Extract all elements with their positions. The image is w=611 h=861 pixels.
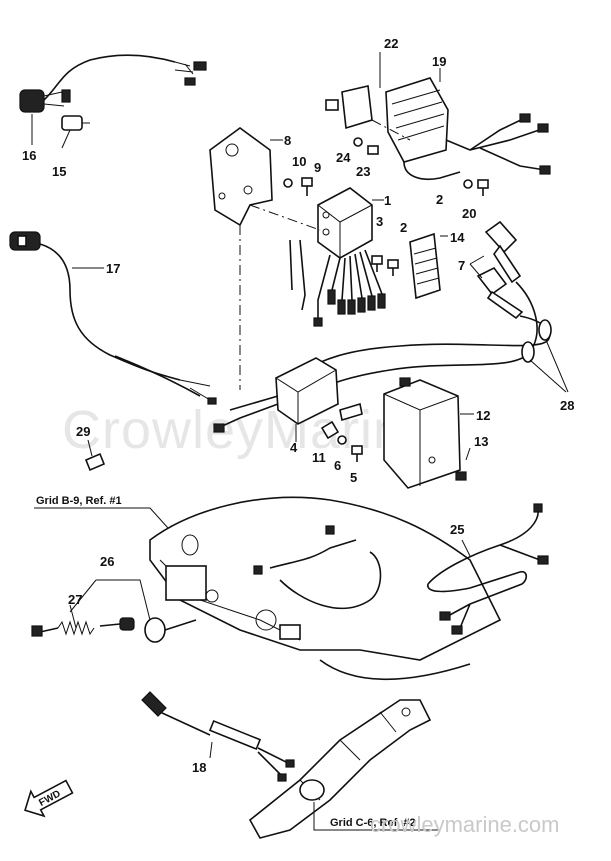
- label-20: 20: [462, 206, 476, 221]
- label-24: 24: [336, 150, 351, 165]
- part-18-cable: [141, 691, 295, 782]
- label-13: 13: [474, 434, 488, 449]
- label-22: 22: [384, 36, 398, 51]
- part-2-screw: [387, 259, 399, 276]
- part-15-switch: [61, 115, 90, 131]
- part-6-washer: [337, 435, 347, 445]
- label-10: 10: [292, 154, 306, 169]
- label-25: 25: [450, 522, 464, 537]
- leader-18: [209, 741, 213, 759]
- part-7-plug-caps: [476, 220, 524, 320]
- label-26: 26: [100, 554, 114, 569]
- part-28-hi-tension-leads: [299, 281, 552, 393]
- label-15: 15: [52, 164, 66, 179]
- label-28: 28: [560, 398, 574, 413]
- leader-7: [469, 255, 485, 279]
- phantom-line-2: [249, 204, 321, 231]
- part-1-cdi-unit: [289, 187, 386, 327]
- leader-13: [465, 447, 471, 461]
- label-16: 16: [22, 148, 36, 163]
- label-4: 4: [290, 440, 298, 455]
- part-22-bracket: [325, 85, 373, 130]
- label-6: 6: [334, 458, 341, 473]
- label-8: 8: [284, 133, 291, 148]
- part-2-washer: [463, 179, 473, 189]
- leader-25: [461, 539, 471, 557]
- part-3-screw: [371, 255, 383, 272]
- leader-28: [529, 339, 569, 393]
- part-24-washer: [353, 137, 363, 147]
- part-11-clip: [320, 420, 340, 440]
- part-16-cap-wire: [19, 54, 207, 113]
- part-27-spring: [31, 617, 135, 637]
- part-10-washer: [283, 178, 293, 188]
- fwd-label: FWD: [37, 788, 62, 808]
- part-20-bolt: [477, 179, 489, 196]
- label-23: 23: [356, 164, 370, 179]
- leader-26: [69, 579, 151, 621]
- leader-27: [69, 604, 77, 629]
- label-17: 17: [106, 261, 120, 276]
- label-9: 9: [314, 160, 321, 175]
- label-2a: 2: [400, 220, 407, 235]
- part-17-cable: [9, 231, 217, 405]
- part-26-switch: [144, 617, 197, 643]
- part-4-ignition-coil: [213, 357, 339, 433]
- part-23-bolt: [367, 145, 379, 155]
- part-8-bracket: [209, 127, 273, 227]
- part-5-bolt: [351, 445, 363, 462]
- label-18: 18: [192, 760, 206, 775]
- label-3: 3: [376, 214, 383, 229]
- label-19: 19: [432, 54, 446, 69]
- label-12: 12: [476, 408, 490, 423]
- label-5: 5: [350, 470, 357, 485]
- part-12-box-cover: [383, 377, 461, 489]
- grid-ref-2: Grid C-6, Ref. #2: [330, 817, 416, 829]
- leader-ref-1: [34, 507, 169, 529]
- label-2b: 2: [436, 192, 443, 207]
- label-27: 27: [68, 592, 82, 607]
- watermark-bottom: crowleymarine.com: [370, 812, 560, 837]
- part-29-sleeve: [84, 452, 106, 472]
- bottom-cowling: [149, 496, 502, 681]
- leader-29: [87, 439, 93, 457]
- label-1: 1: [384, 193, 391, 208]
- part-9-bolt: [301, 177, 313, 196]
- phantom-line-3: [371, 119, 411, 141]
- label-29: 29: [76, 424, 90, 439]
- steering-arm-assembly: [248, 699, 432, 839]
- watermark-center: CrowleyMarine: [62, 400, 435, 460]
- part-19-rectifier: [385, 77, 551, 180]
- fwd-arrow: FWD: [24, 779, 74, 818]
- leader-ref-2: [313, 802, 440, 831]
- leader-15: [61, 129, 71, 149]
- part-16-small-part: [339, 402, 363, 422]
- label-14: 14: [450, 230, 465, 245]
- label-7: 7: [458, 258, 465, 273]
- part-25-wire-loop: [427, 503, 549, 635]
- label-11: 11: [312, 450, 326, 465]
- part-14-terminal-block: [409, 232, 441, 300]
- part-13-screw: [455, 471, 467, 481]
- grid-ref-1: Grid B-9, Ref. #1: [36, 495, 122, 507]
